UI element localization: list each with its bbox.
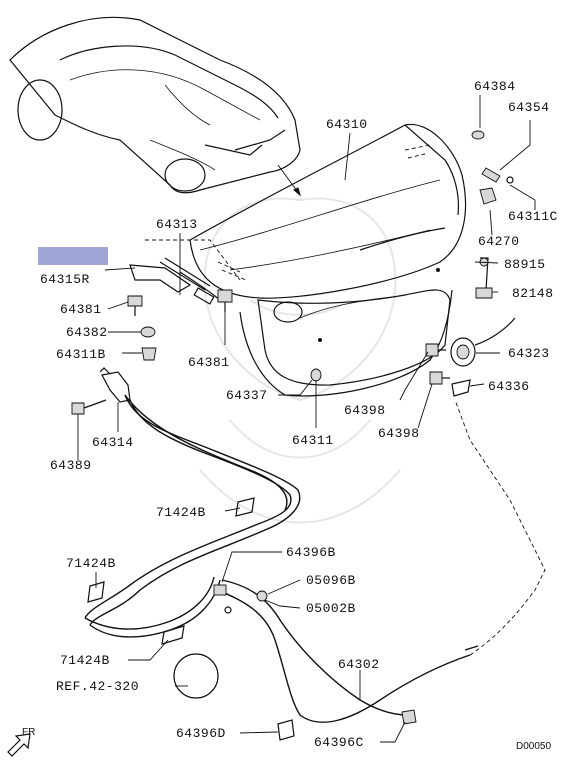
- label-64384: 64384: [474, 79, 516, 94]
- label-71424B-upper: 71424B: [156, 505, 206, 520]
- direction-label: FR: [22, 727, 35, 738]
- label-64315R: 64315R: [40, 272, 90, 287]
- label-05096B: 05096B: [306, 573, 356, 588]
- leader-lines: [77, 95, 536, 743]
- label-64323: 64323: [508, 346, 550, 361]
- label-64302: 64302: [338, 657, 380, 672]
- label-64398-upper: 64398: [344, 403, 386, 418]
- label-82148: 82148: [512, 286, 554, 301]
- label-64314: 64314: [92, 435, 134, 450]
- label-64310: 64310: [326, 117, 368, 132]
- diagram-code: D00050: [516, 741, 551, 752]
- label-64396C: 64396C: [314, 735, 364, 750]
- callout-labels: 64384 64354 64310 64311C 64270 88915 821…: [40, 79, 558, 750]
- label-71424B-mid: 71424B: [66, 556, 116, 571]
- label-64311C: 64311C: [508, 209, 558, 224]
- label-ref-42-320: REF.42-320: [56, 679, 139, 694]
- right-side-parts: [310, 130, 516, 397]
- weatherstrip: [239, 289, 453, 397]
- hinge-assembly: [127, 239, 241, 361]
- label-88915: 88915: [504, 257, 546, 272]
- label-64382: 64382: [66, 325, 108, 340]
- label-64311B: 64311B: [56, 347, 106, 362]
- label-64396D: 64396D: [176, 726, 226, 741]
- trunk-lid: [189, 123, 467, 386]
- label-64311: 64311: [292, 433, 334, 448]
- label-64389: 64389: [50, 458, 92, 473]
- label-64396B: 64396B: [286, 545, 336, 560]
- release-handle: [71, 367, 131, 415]
- label-64336: 64336: [488, 379, 530, 394]
- label-64354: 64354: [508, 100, 550, 115]
- label-64270: 64270: [478, 234, 520, 249]
- vehicle-outline: [9, 16, 301, 197]
- front-direction-arrow: FR: [7, 727, 35, 757]
- release-cables: [84, 394, 546, 723]
- label-64381-right: 64381: [188, 355, 230, 370]
- label-64337: 64337: [226, 388, 268, 403]
- label-64381-left: 64381: [60, 302, 102, 317]
- label-64313: 64313: [156, 217, 198, 232]
- label-71424B-lower: 71424B: [60, 653, 110, 668]
- highlight-marker: [38, 247, 108, 265]
- label-64398-lower: 64398: [378, 426, 420, 441]
- cable-clips: [87, 497, 417, 741]
- label-05002B: 05002B: [306, 601, 356, 616]
